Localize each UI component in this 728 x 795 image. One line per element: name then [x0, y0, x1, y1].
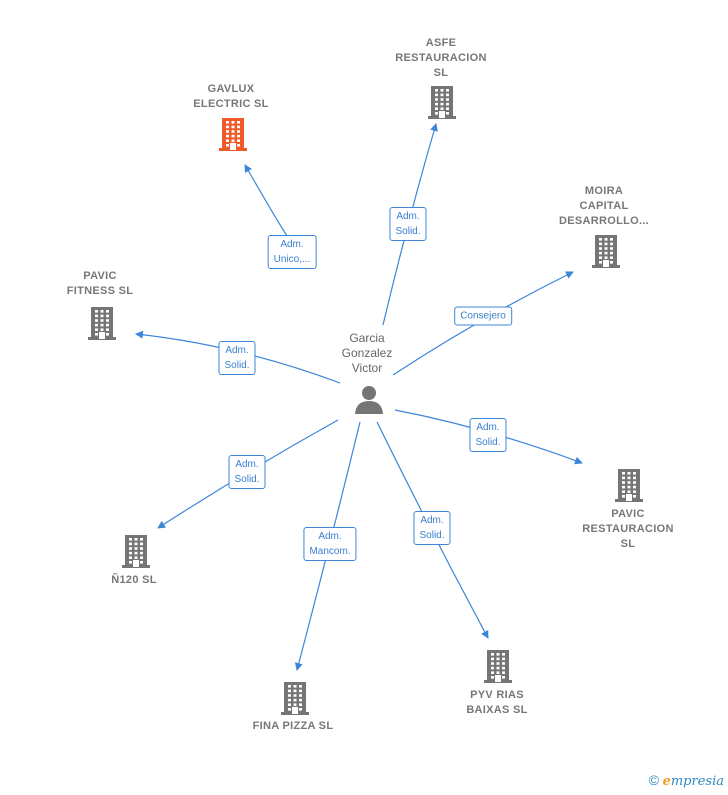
- edge-gavlux: [244, 164, 291, 241]
- building-icon[interactable]: [87, 305, 117, 346]
- relation-label-pyv-rias: Adm. Solid.: [413, 511, 451, 545]
- building-icon[interactable]: [121, 533, 151, 574]
- building-icon[interactable]: [614, 467, 644, 508]
- building-icon[interactable]: [218, 116, 248, 157]
- building-icon[interactable]: [483, 648, 513, 689]
- relation-label-pavic-restauracion: Adm. Solid.: [469, 418, 507, 452]
- relation-label-moira: Consejero: [454, 306, 512, 326]
- person-icon[interactable]: [354, 384, 384, 419]
- footer-brand: © empresia: [649, 772, 724, 789]
- company-name-n120[interactable]: Ñ120 SL: [111, 574, 157, 586]
- relation-label-n120: Adm. Solid.: [228, 455, 266, 489]
- relation-label-pavic-fitness: Adm. Solid.: [218, 341, 256, 375]
- relation-label-fina-pizza: Adm. Mancom.: [303, 527, 357, 561]
- company-name-pavic-fitness[interactable]: PAVIC FITNESS SL: [66, 270, 134, 297]
- building-icon[interactable]: [591, 233, 621, 274]
- company-name-gavlux[interactable]: GAVLUX ELECTRIC SL: [193, 83, 269, 110]
- relation-label-asfe: Adm. Solid.: [389, 207, 427, 241]
- company-name-moira[interactable]: MOIRA CAPITAL DESARROLLO...: [558, 185, 650, 227]
- building-icon[interactable]: [280, 680, 310, 721]
- center-person-name[interactable]: Garcia Gonzalez Victor: [341, 331, 393, 375]
- company-name-asfe[interactable]: ASFE RESTAURACION SL: [395, 37, 487, 79]
- copyright-symbol: ©: [648, 772, 659, 788]
- relation-label-gavlux: Adm. Unico,...: [267, 235, 317, 269]
- brand-initial: e: [662, 774, 671, 789]
- company-name-fina-pizza[interactable]: FINA PIZZA SL: [252, 720, 334, 732]
- building-icon[interactable]: [427, 84, 457, 125]
- company-name-pyv-rias[interactable]: PYV RIAS BAIXAS SL: [466, 689, 528, 716]
- company-name-pavic-restauracion[interactable]: PAVIC RESTAURACION SL: [582, 508, 674, 550]
- brand-name: mpresia: [670, 774, 724, 789]
